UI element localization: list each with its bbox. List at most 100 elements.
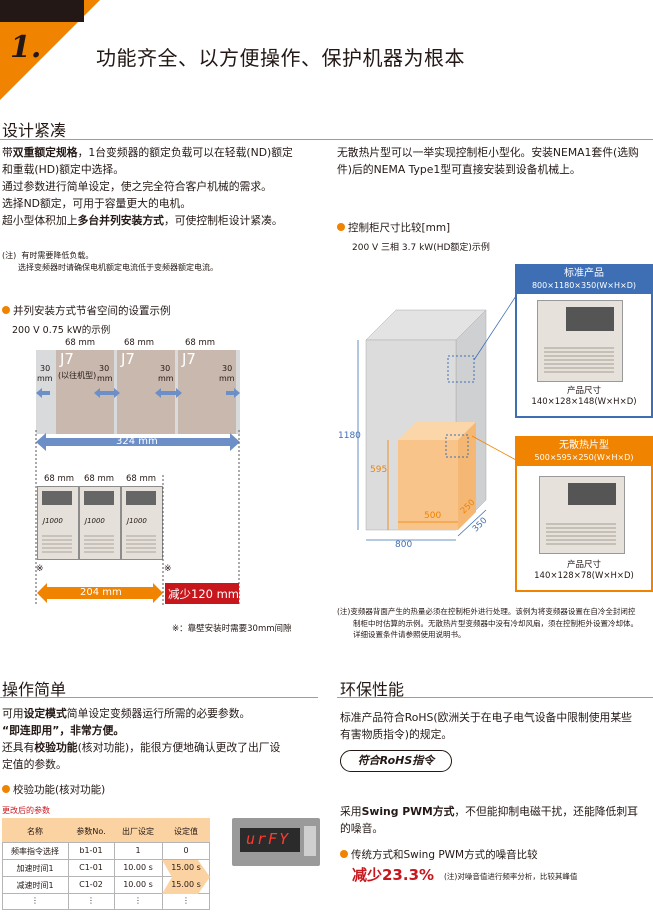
eco-line-1: 标准产品符合RoHS(欧洲关于在电子电气设备中限制使用某些 bbox=[340, 711, 632, 724]
table-header-param: 参数No. bbox=[76, 827, 106, 836]
width-label-3: 68 mm bbox=[185, 338, 216, 348]
gap-mid-value-1: 30 bbox=[99, 364, 110, 373]
new-asterisk-right: ※ bbox=[164, 564, 172, 574]
table-header-factory: 出厂设定 bbox=[122, 827, 154, 836]
finless-inverter-image bbox=[539, 476, 625, 554]
dashed-guides bbox=[35, 430, 240, 605]
cabinet-heading: 控制柜尺寸比较[mm] bbox=[337, 220, 450, 235]
old-total-arrow bbox=[36, 433, 240, 451]
swing-line-1: 采用Swing PWM方式，不但能抑制电磁干扰，还能降低刺耳 bbox=[340, 805, 638, 818]
dim-width-big: 800 bbox=[395, 540, 413, 550]
side-by-side-subheading: 200 V 0.75 kW的示例 bbox=[12, 325, 111, 336]
gap-left-unit: mm bbox=[37, 374, 53, 383]
dim-width-small: 500 bbox=[424, 511, 442, 521]
compact-right-para: 无散热片型可以一举实现控制柜小型化。安装NEMA1套件(选购 件)后的NEMA … bbox=[337, 144, 649, 178]
section-rule-easy bbox=[0, 697, 318, 698]
table-cell: b1-01 bbox=[79, 846, 103, 855]
unit-panel bbox=[42, 491, 72, 505]
gap-mid-value-2: 30 bbox=[160, 364, 171, 373]
reduction-box bbox=[165, 583, 239, 604]
inverter-display bbox=[566, 307, 614, 331]
operator-panel-image: urFY bbox=[232, 818, 320, 866]
panel-side bbox=[304, 826, 316, 856]
easy-line-4: 定值的参数。 bbox=[2, 758, 67, 771]
table-cell: ⋮ bbox=[87, 896, 95, 905]
unit-model-3: J1000 bbox=[127, 517, 147, 525]
width-label-1: 68 mm bbox=[65, 338, 96, 348]
section-rule-eco bbox=[337, 697, 653, 698]
table-cell: 减速时间1 bbox=[16, 881, 54, 890]
easy-line-3: 还具有校验功能(核对功能)，能很方便地确认更改了出厂设 bbox=[2, 741, 281, 754]
dim-height-big: 1180 bbox=[338, 431, 361, 441]
compact-right-line-2: 件)后的NEMA Type1型可直接安装到设备机械上。 bbox=[337, 163, 581, 176]
table-cell: 加速时间1 bbox=[16, 864, 54, 873]
inverter-vents bbox=[546, 521, 616, 545]
standard-product-size: 140×128×148(W×H×D) bbox=[531, 397, 637, 407]
compact-line-2: 和重载(HD)额定中选择。 bbox=[2, 163, 125, 176]
table-divider bbox=[2, 876, 210, 877]
table-header-name: 名称 bbox=[27, 827, 43, 836]
led-display: urFY bbox=[240, 828, 300, 852]
bullet-dot bbox=[340, 850, 348, 858]
verify-table: 名称 参数No. 出厂设定 设定值 频率指令选择 b1-01 1 0 加速时间1… bbox=[2, 818, 210, 910]
finless-panel-header: 无散热片型 500×595×250(W×H×D) bbox=[517, 438, 651, 466]
dim-height-small: 595 bbox=[370, 465, 388, 475]
new-asterisk-left: ※ bbox=[36, 564, 44, 574]
section-rule-compact bbox=[0, 139, 653, 140]
table-cell: ⋮ bbox=[182, 896, 190, 905]
old-unit-label-3: J7 bbox=[182, 350, 196, 368]
gap-right-unit: mm bbox=[219, 374, 235, 383]
eco-line-2: 有害物质指令)的规定。 bbox=[340, 728, 453, 741]
table-divider bbox=[2, 893, 210, 894]
table-cell: 1 bbox=[135, 846, 141, 855]
side-by-side-footnote: ※：靠壁安装时需要30mm间隙 bbox=[172, 624, 292, 634]
standard-panel-header: 标准产品 800×1180×350(W×H×D) bbox=[517, 266, 651, 294]
easy-line-1: 可用设定模式简单设定变频器运行所需的必要参数。 bbox=[2, 707, 251, 720]
old-total-label: 324 mm bbox=[116, 436, 158, 447]
noise-reduction: 减少23.3% bbox=[352, 866, 435, 884]
noise-note: (注)对噪音值进行频率分析，比较其峰值 bbox=[444, 872, 578, 881]
old-unit-note: (以往机型) bbox=[58, 371, 97, 380]
rohs-badge: 符合RoHS指令 bbox=[340, 750, 452, 772]
gap-mid-unit-1: mm bbox=[97, 374, 113, 383]
header-accent-triangle bbox=[0, 0, 100, 100]
finless-product-label: 产品尺寸 bbox=[566, 560, 601, 570]
bullet-dot bbox=[2, 785, 10, 793]
finless-size: 500×595×250(W×H×D) bbox=[534, 453, 634, 462]
verify-heading: 校验功能(核对功能) bbox=[2, 782, 105, 797]
cabinet-diagram bbox=[357, 309, 487, 541]
finless-product-size: 140×128×78(W×H×D) bbox=[534, 571, 634, 581]
section-title-easy: 操作简单 bbox=[2, 680, 67, 699]
noise-compare-heading: 传统方式和Swing PWM方式的噪音比较 bbox=[340, 847, 538, 862]
table-cell: 15.00 s bbox=[171, 880, 201, 889]
cabinet-subheading: 200 V 三相 3.7 kW(HD额定)示例 bbox=[352, 243, 490, 253]
unit-model-2: J1000 bbox=[85, 517, 105, 525]
leader-lines bbox=[471, 295, 517, 461]
compact-line-1: 带双重额定规格，1台变频器的额定负载可以在轻载(ND)额定 bbox=[2, 146, 293, 159]
compact-note: (注) 有时需要降低负载。 选择变频器时请确保电机额定电流低于变频器额定电流。 bbox=[2, 251, 218, 272]
easy-body: 可用设定模式简单设定变频器运行所需的必要参数。 “即连即用”，非常方便。 还具有… bbox=[2, 705, 322, 773]
inverter-display bbox=[568, 483, 616, 505]
table-cell: 频率指令选择 bbox=[11, 847, 59, 856]
section-title-compact: 设计紧凑 bbox=[2, 121, 67, 140]
bullet-dot bbox=[2, 306, 10, 314]
inverter-vents bbox=[544, 347, 614, 373]
eco-body: 标准产品符合RoHS(欧洲关于在电子电气设备中限制使用某些 有害物质指令)的规定… bbox=[340, 709, 652, 743]
new-total-arrow bbox=[37, 583, 163, 603]
swing-body: 采用Swing PWM方式，不但能抑制电磁干扰，还能降低刺耳 的噪音。 bbox=[340, 803, 652, 837]
header-number: 1. bbox=[10, 30, 42, 65]
gap-left-value: 30 bbox=[40, 364, 51, 373]
new-total-label: 204 mm bbox=[80, 587, 122, 598]
standard-product-panel: 标准产品 800×1180×350(W×H×D) 产品尺寸 140×128×14… bbox=[515, 264, 653, 418]
new-width-label-2: 68 mm bbox=[84, 474, 115, 484]
compact-line-4: 选择ND额定，可用于容量更大的电机。 bbox=[2, 197, 192, 210]
unit-panel bbox=[84, 491, 114, 505]
width-label-2: 68 mm bbox=[124, 338, 155, 348]
unit-vent bbox=[42, 533, 72, 553]
unit-model-1: J1000 bbox=[43, 517, 63, 525]
table-header-setting: 设定值 bbox=[174, 827, 198, 836]
old-unit-label-1: J7 bbox=[60, 350, 74, 368]
unit-vent bbox=[84, 533, 114, 553]
gap-right-value: 30 bbox=[222, 364, 233, 373]
finless-title: 无散热片型 bbox=[559, 440, 609, 451]
